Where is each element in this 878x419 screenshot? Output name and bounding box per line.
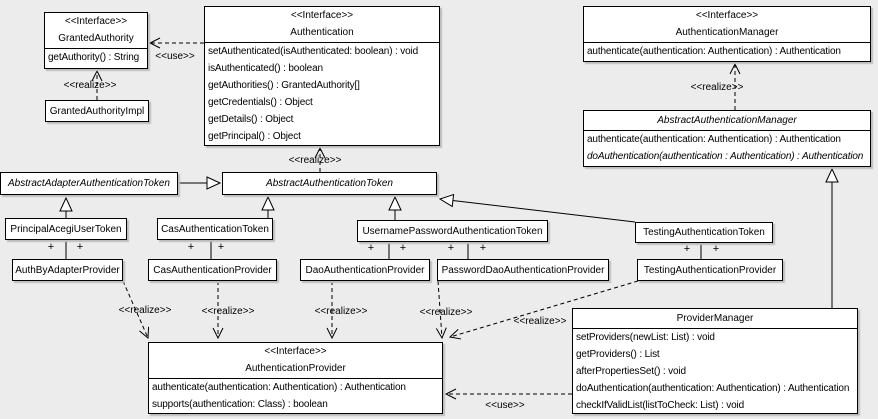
assoc-plus: + — [187, 241, 195, 253]
method-row: getAuthorities() : GrantedAuthority[] — [208, 80, 360, 91]
realize-passworddao-to-authprovider — [435, 280, 447, 340]
method-row: checkIfValidList(listToCheck: List) : vo… — [576, 400, 745, 411]
method-row: authenticate(authentication: Authenticat… — [587, 134, 841, 145]
class-auth-by-adapter-provider[interactable]: AuthByAdapterProvider — [12, 259, 123, 281]
class-testing-authentication-token[interactable]: TestingAuthenticationToken — [635, 222, 773, 243]
assoc-plus: + — [479, 242, 487, 254]
assoc-plus: + — [683, 243, 691, 255]
use-label: <<use>> — [485, 400, 525, 411]
class-name: AbstractAuthenticationToken — [266, 178, 393, 189]
class-name: AuthenticationManager — [675, 27, 779, 38]
class-authentication-manager[interactable]: <<Interface>> AuthenticationManager auth… — [583, 6, 871, 62]
assoc-plus: + — [367, 242, 375, 254]
realize-label: <<realize>> — [201, 306, 255, 317]
stereotype: <<Interface>> — [264, 346, 327, 357]
realize-label: <<realize>> — [118, 305, 172, 316]
stereotype: <<Interface>> — [290, 10, 354, 21]
class-name: PrincipalAcegiUserToken — [10, 223, 122, 235]
realize-testingprovider-to-authprovider — [448, 280, 639, 340]
realize-label: <<realize>> — [690, 82, 744, 93]
class-password-dao-authentication-provider[interactable]: PasswordDaoAuthenticationProvider — [437, 259, 609, 281]
class-name: PasswordDaoAuthenticationProvider — [441, 264, 605, 276]
realize-label: <<realize>> — [513, 316, 567, 327]
class-name: ProviderManager — [676, 313, 754, 324]
method-row: setProviders(newList: List) : void — [576, 332, 715, 343]
class-name: GrantedAuthorityImpl — [49, 105, 145, 117]
class-name: AuthenticationProvider — [245, 363, 346, 374]
method-row: isAuthenticated() : boolean — [208, 63, 323, 74]
class-name: Authentication — [290, 27, 354, 38]
method-row: doAuthentication(authentication: Authent… — [576, 383, 850, 394]
method-row: authenticate(authentication: Authenticat… — [152, 382, 406, 393]
class-authentication[interactable]: <<Interface>> Authentication setAuthenti… — [204, 6, 440, 146]
stereotype: <<Interface>> — [695, 10, 759, 21]
method-row: getProviders() : List — [576, 349, 660, 360]
use-label: <<use>> — [155, 51, 195, 62]
assoc-plus: + — [76, 241, 84, 253]
class-authentication-provider[interactable]: <<Interface>> AuthenticationProvider aut… — [148, 342, 443, 414]
class-name: UsernamePasswordAuthenticationToken — [362, 225, 543, 237]
class-cas-authentication-provider[interactable]: CasAuthenticationProvider — [148, 259, 277, 281]
assoc-plus: + — [447, 242, 455, 254]
method-row: getDetails() : Object — [208, 114, 294, 125]
class-granted-authority[interactable]: <<Interface>> GrantedAuthority getAuthor… — [44, 12, 148, 69]
assoc-plus: + — [47, 241, 55, 253]
class-cas-authentication-token[interactable]: CasAuthenticationToken — [157, 218, 273, 240]
class-abstract-authentication-token[interactable]: AbstractAuthenticationToken — [222, 172, 437, 195]
class-name: GrantedAuthority — [58, 33, 134, 44]
method-row: doAuthentication(authentication : Authen… — [587, 151, 864, 162]
class-name: TestingAuthenticationProvider — [643, 264, 777, 276]
assoc-plus: + — [399, 242, 407, 254]
class-abstract-adapter-authentication-token[interactable]: AbstractAdapterAuthenticationToken — [0, 172, 178, 195]
method-row: supports(authentication: Class) : boolea… — [152, 399, 328, 410]
class-name: CasAuthenticationProvider — [153, 264, 272, 276]
class-dao-authentication-provider[interactable]: DaoAuthenticationProvider — [300, 259, 430, 281]
class-granted-authority-impl[interactable]: GrantedAuthorityImpl — [45, 100, 149, 122]
class-principal-acegi-user-token[interactable]: PrincipalAcegiUserToken — [5, 218, 127, 240]
realize-label: <<realize>> — [288, 155, 342, 166]
class-username-password-authentication-token[interactable]: UsernamePasswordAuthenticationToken — [357, 220, 548, 242]
class-name: TestingAuthenticationToken — [643, 227, 765, 238]
assoc-plus: + — [712, 243, 720, 255]
method-row: authenticate(authentication: Authenticat… — [587, 46, 841, 57]
method-row: getPrincipal() : Object — [208, 131, 301, 142]
class-name: DaoAuthenticationProvider — [305, 264, 425, 276]
class-name: AuthByAdapterProvider — [15, 264, 120, 276]
class-testing-authentication-provider[interactable]: TestingAuthenticationProvider — [637, 259, 783, 281]
class-name: AbstractAuthenticationManager — [657, 115, 797, 126]
realize-label: <<realize>> — [314, 306, 368, 317]
class-name: CasAuthenticationToken — [161, 223, 269, 235]
class-provider-manager[interactable]: ProviderManager setProviders(newList: Li… — [572, 308, 858, 414]
realize-authbyadapter-to-authprovider — [122, 280, 150, 340]
gen-testingtoken-to-abstracttoken — [438, 193, 636, 223]
stereotype: <<Interface>> — [64, 16, 128, 27]
method-row: getAuthority() : String — [48, 52, 140, 63]
class-abstract-authentication-manager[interactable]: AbstractAuthenticationManager authentica… — [583, 110, 871, 167]
class-name: AbstractAdapterAuthenticationToken — [8, 178, 170, 189]
method-row: getCredentials() : Object — [208, 97, 313, 108]
method-row: afterPropertiesSet() : void — [576, 366, 686, 377]
assoc-plus: + — [217, 241, 225, 253]
method-row: setAuthenticated(isAuthenticated: boolea… — [208, 46, 419, 57]
realize-label: <<realize>> — [419, 307, 473, 318]
realize-label: <<realize>> — [63, 80, 117, 91]
